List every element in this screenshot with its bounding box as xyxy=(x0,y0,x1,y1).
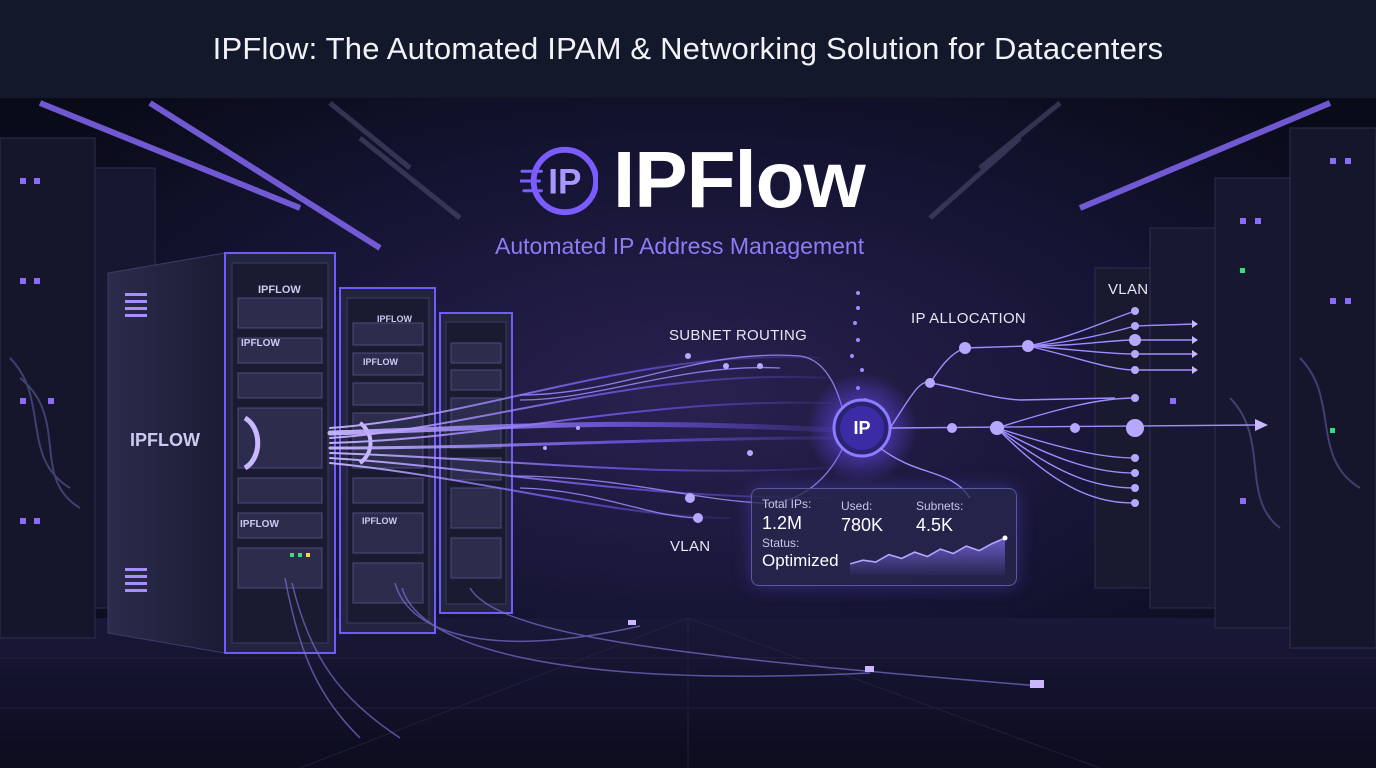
ip-hub xyxy=(807,373,917,483)
status-value: Optimized xyxy=(762,551,839,570)
sparkline-end-point xyxy=(1002,535,1008,541)
ip-stats-panel: Total IPs: 1.2M Used: 780K Subnets: 4.5K… xyxy=(751,488,1017,586)
ipflow-logo: IP IPFlow xyxy=(495,135,895,228)
rack-middle-lower-label: IPFLOW xyxy=(362,516,397,526)
rack-main-side-label: IPFLOW xyxy=(130,430,200,450)
rack-middle-top-label: IPFLOW xyxy=(377,314,412,324)
subnets-label: Subnets: xyxy=(916,499,964,513)
server-rack-right xyxy=(439,312,513,614)
header-bar: IPFlow: The Automated IPAM & Networking … xyxy=(0,0,1376,99)
logo-icon-text: IP xyxy=(548,163,581,202)
rack-main-top-label: IPFLOW xyxy=(258,284,301,296)
used-label: Used: xyxy=(841,499,873,513)
ipflow-wordmark: IPFlow xyxy=(613,135,866,224)
total-ips-value: 1.2M xyxy=(762,513,803,533)
floor-cables xyxy=(284,577,1041,739)
scene-illustration xyxy=(0,98,1376,768)
subnet-routing-label: SUBNET ROUTING xyxy=(669,327,808,344)
page-title: IPFlow: The Automated IPAM & Networking … xyxy=(212,31,1164,66)
vlan-bottom-label: VLAN xyxy=(670,538,711,555)
ipflow-logo-icon: IP xyxy=(520,146,598,216)
rack-middle-unit-label: IPFLOW xyxy=(363,357,398,367)
sparkline-line xyxy=(850,537,1006,565)
rack-main-unit-label: IPFLOW xyxy=(241,338,280,349)
ip-allocation-label: IP ALLOCATION xyxy=(911,310,1027,327)
status-label: Status: xyxy=(762,536,800,550)
rack-main-lower-label: IPFLOW xyxy=(240,519,279,530)
usage-sparkline xyxy=(850,535,1008,575)
vlan-top-label: VLAN xyxy=(1108,281,1149,298)
subnets-value: 4.5K xyxy=(916,515,954,535)
total-ips-label: Total IPs: xyxy=(762,497,812,511)
used-value: 780K xyxy=(841,515,884,535)
ip-hub-label: IP xyxy=(853,418,871,438)
data-beams xyxy=(327,356,838,519)
datacenter-scene: IPFLOW IPFLOW IPFLOW IPFLOW IPFLOW IPFLO… xyxy=(0,98,1376,768)
logo-tagline: Automated IP Address Management xyxy=(495,233,865,259)
server-rack-main xyxy=(107,252,336,654)
